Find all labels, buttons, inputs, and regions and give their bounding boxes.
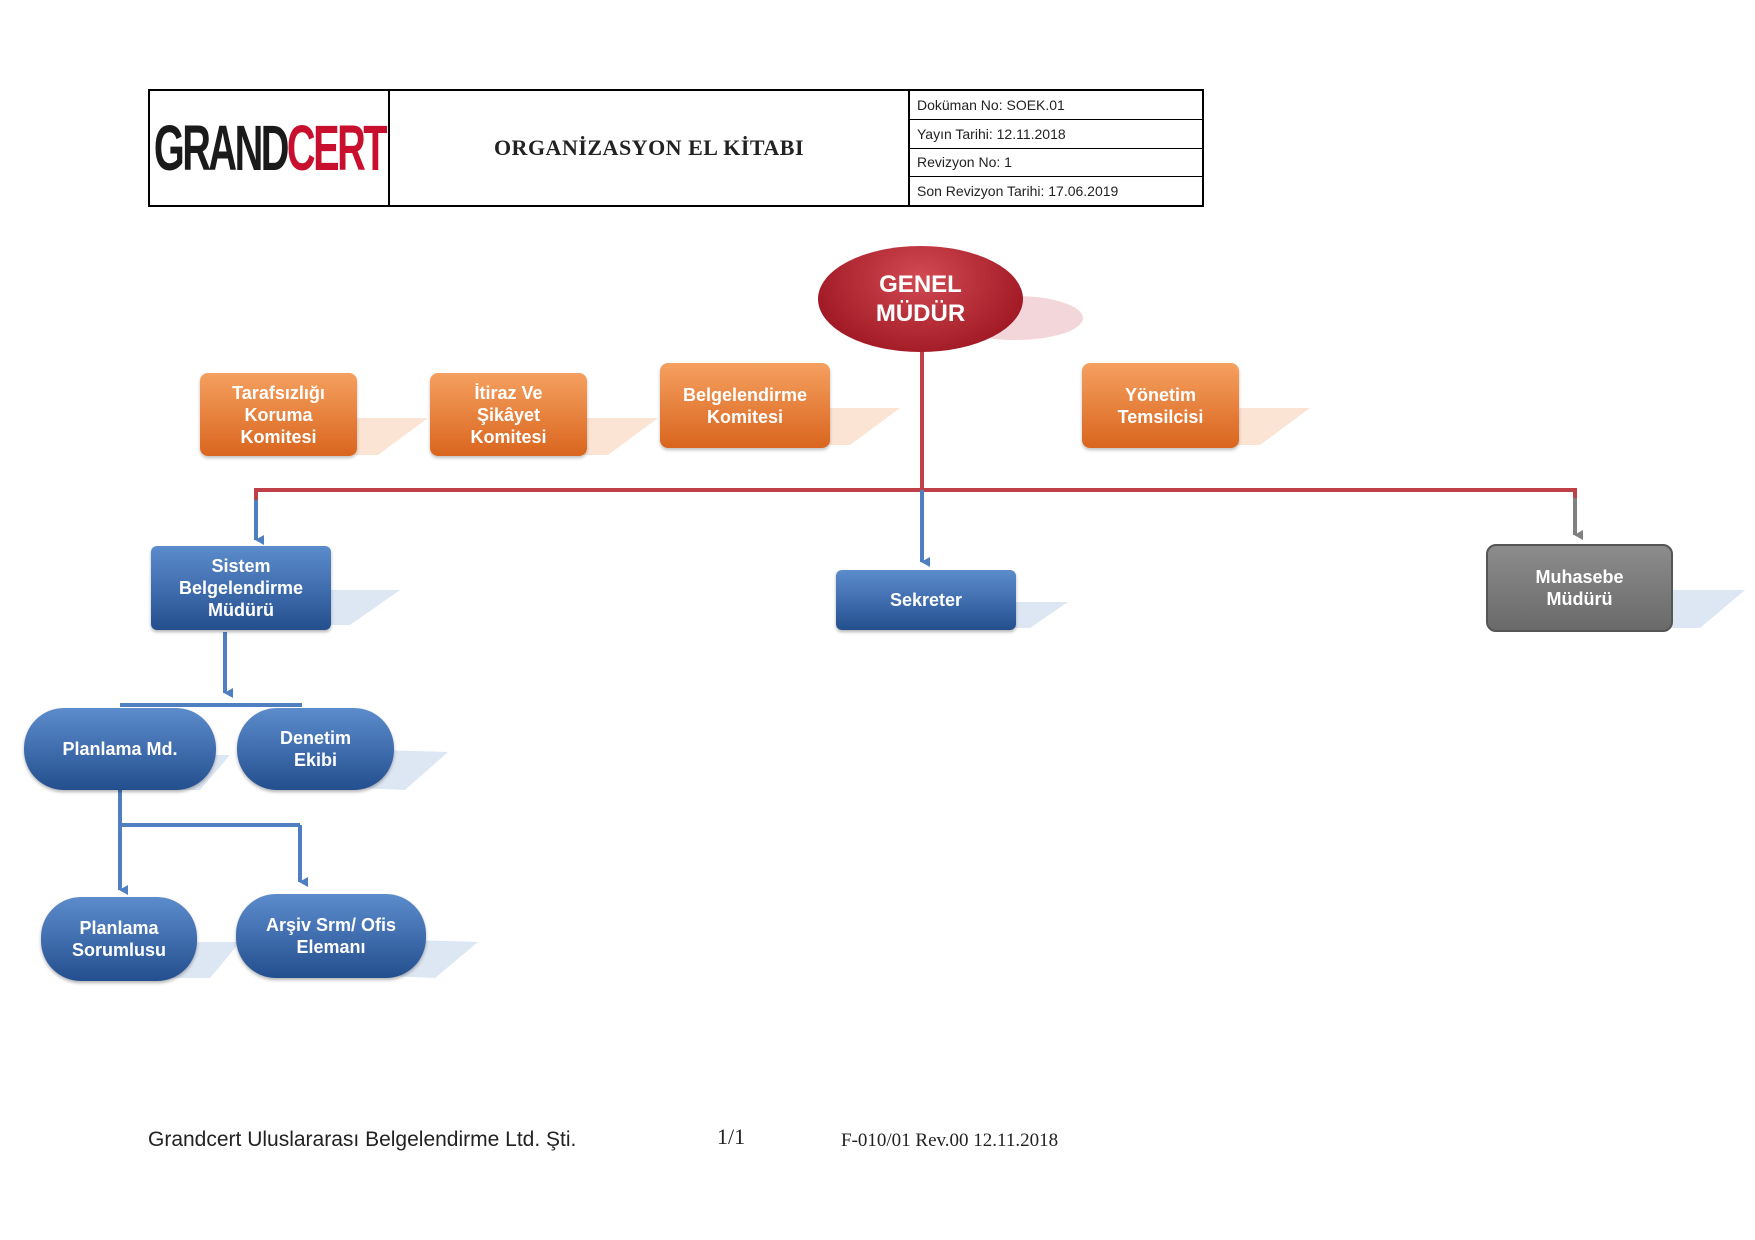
planlama-sorumlusu-node: Planlama Sorumlusu — [41, 897, 197, 981]
sistem-belgelendirme-mudur-node: Sistem Belgelendirme Müdürü — [151, 546, 331, 630]
genel-mudur-node: GENEL MÜDÜR — [818, 246, 1023, 352]
tarafsizlik-komitesi-node: Tarafsızlığı Koruma Komitesi — [200, 373, 357, 456]
denetim-ekibi-node: Denetim Ekibi — [237, 708, 394, 790]
blue-connectors — [118, 490, 930, 895]
footer-company: Grandcert Uluslararası Belgelendirme Ltd… — [148, 1128, 577, 1151]
document-title: ORGANİZASYON EL KİTABI — [390, 91, 910, 205]
logo-cert-text: CERT — [286, 112, 387, 184]
logo-grand-text: GRAND — [153, 112, 289, 184]
publish-date: Yayın Tarihi: 12.11.2018 — [910, 120, 1202, 149]
logo-cell: GRANDCERT — [150, 91, 390, 205]
planlama-md-node: Planlama Md. — [24, 708, 216, 790]
yonetim-temsilcisi-node: Yönetim Temsilcisi — [1082, 363, 1239, 448]
grandcert-logo: GRANDCERT — [153, 116, 387, 180]
itiraz-komitesi-node: İtiraz Ve Şikâyet Komitesi — [430, 373, 587, 456]
arsiv-ofis-elemani-node: Arşiv Srm/ Ofis Elemanı — [236, 894, 426, 978]
sekreter-node: Sekreter — [836, 570, 1016, 630]
muhasebe-mudur-node: Muhasebe Müdürü — [1486, 544, 1673, 632]
document-meta: Doküman No: SOEK.01 Yayın Tarihi: 12.11.… — [910, 91, 1202, 205]
footer-page-number: 1/1 — [717, 1124, 746, 1149]
doc-number: Doküman No: SOEK.01 — [910, 91, 1202, 120]
footer-form-code: F-010/01 Rev.00 12.11.2018 — [841, 1130, 1059, 1151]
document-header: GRANDCERT ORGANİZASYON EL KİTABI Doküman… — [148, 89, 1204, 207]
revision-number: Revizyon No: 1 — [910, 149, 1202, 178]
belgelendirme-komitesi-node: Belgelendirme Komitesi — [660, 363, 830, 448]
node-shadows — [150, 296, 1745, 978]
last-revision-date: Son Revizyon Tarihi: 17.06.2019 — [917, 183, 1119, 200]
